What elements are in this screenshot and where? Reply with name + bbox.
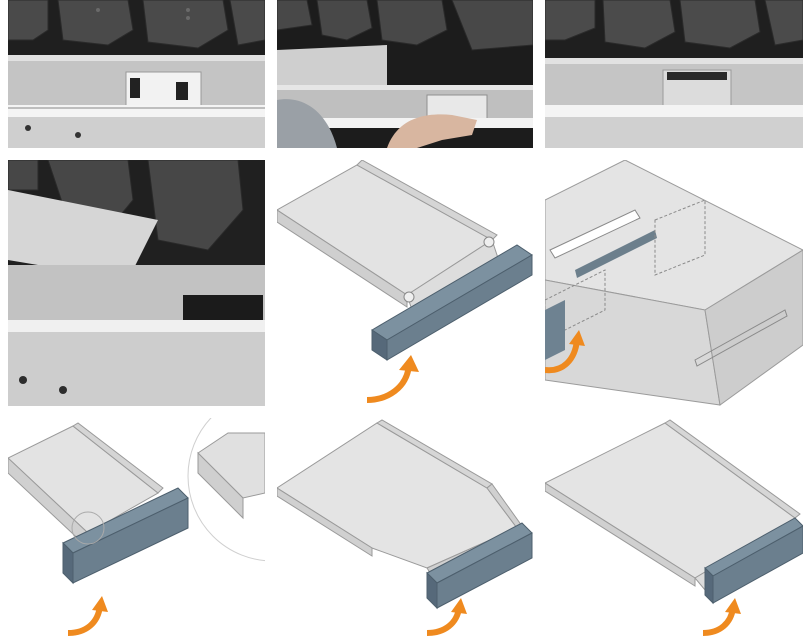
- diagram-hinged-flange-art: [277, 160, 533, 403]
- diagram-hinged-flange: [277, 160, 533, 406]
- photo-tools-open-gap: [8, 0, 265, 148]
- magnify-circle-icon: [71, 511, 105, 545]
- diagram-tapered-tray-art: [277, 419, 533, 636]
- diagram-shallow-tray-art: [545, 419, 803, 636]
- photo-tools-open-gap-art: [8, 0, 265, 148]
- photo-sheet-over-tools-art: [8, 160, 265, 406]
- photo-tools-gap-closed: [545, 0, 803, 148]
- photo-sheet-over-tools: [8, 160, 265, 406]
- photo-hand-inserting-segment-art: [277, 0, 533, 148]
- photo-hand-inserting-segment: [277, 0, 533, 148]
- diagram-flange-corner-zoom-art: [8, 418, 265, 636]
- diagram-box-slots: [545, 160, 803, 406]
- diagram-tapered-tray: [277, 418, 533, 637]
- curved-arrow-icon: [366, 364, 412, 403]
- diagram-flange-corner-zoom: [8, 418, 265, 637]
- photo-tools-gap-closed-art: [545, 0, 803, 148]
- diagram-shallow-tray: [545, 418, 803, 637]
- diagram-box-slots-art: [545, 160, 803, 406]
